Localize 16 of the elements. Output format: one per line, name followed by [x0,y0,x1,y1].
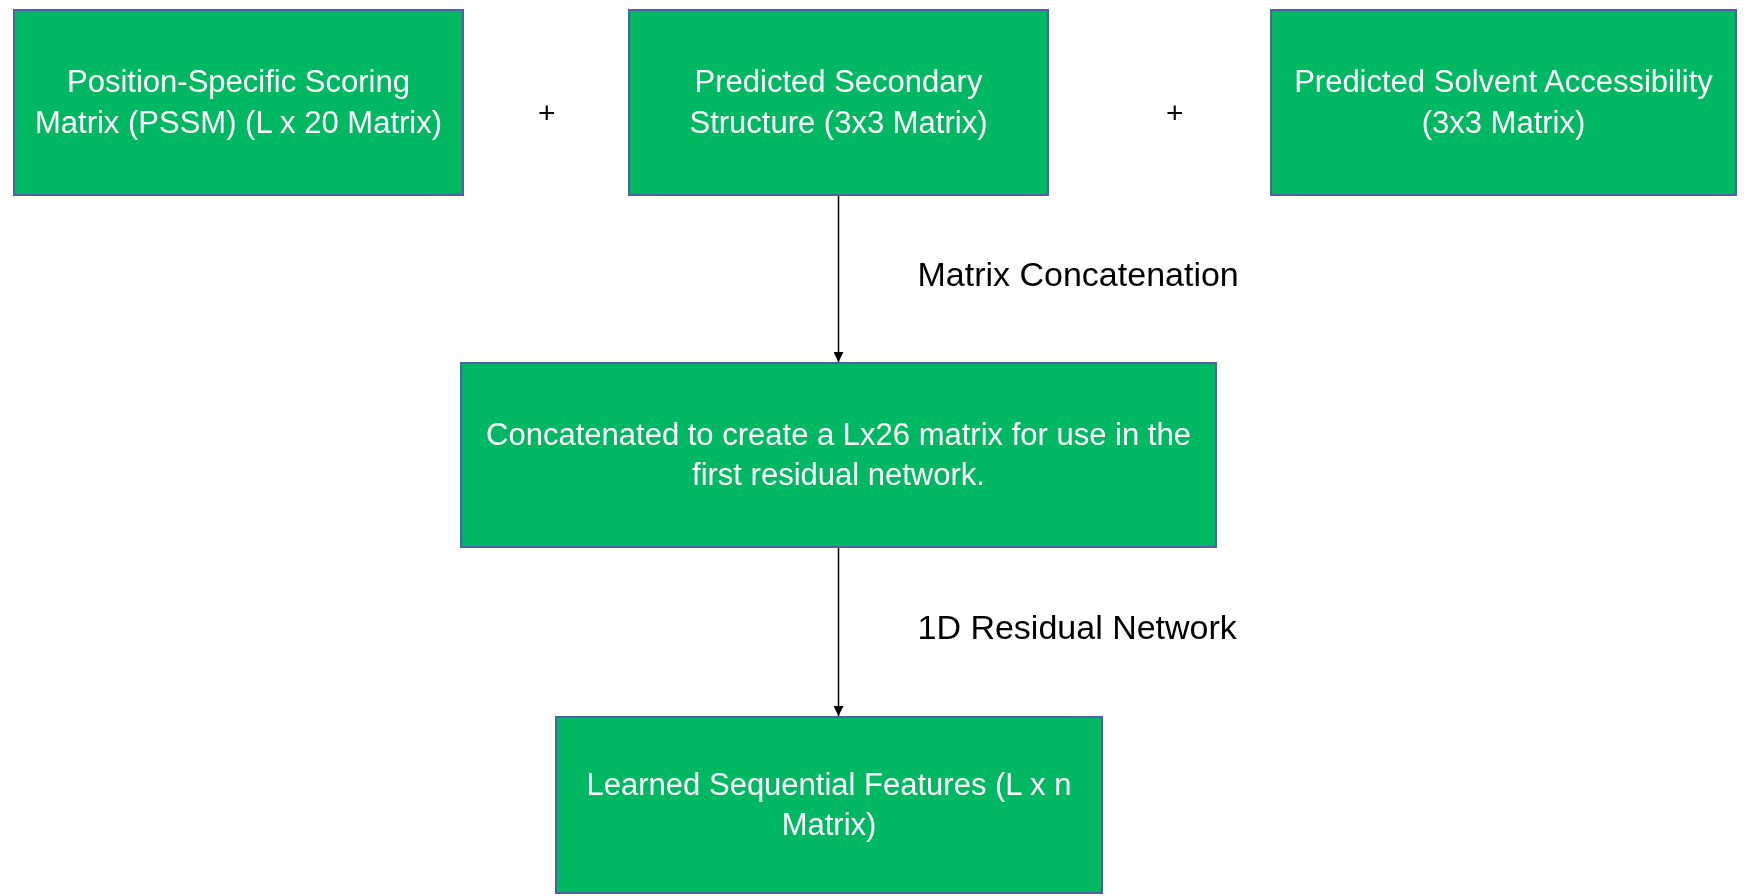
edge-label: 1D Residual Network [917,608,1237,647]
box-text: Position-Specific Scoring Matrix (PSSM) (L x 20 Matrix) [33,63,444,142]
process-box [13,9,464,196]
plus-sign: + [1166,96,1184,130]
box-text: Predicted Secondary Structure (3x3 Matrix) [688,63,989,142]
process-box [628,9,1049,196]
box-text: Predicted Solvent Accessibility (3x3 Matrix) [1293,63,1714,142]
box-text: Learned Sequential Features (L x n Matrix) [585,765,1073,844]
process-box [555,716,1103,894]
edge-label: Matrix Concatenation [917,255,1239,294]
arrow [833,547,844,717]
process-box [460,362,1217,548]
arrow [833,195,844,363]
plus-sign: + [538,96,556,130]
process-box [1270,9,1737,196]
box-text: Concatenated to create a Lx26 matrix for use in the first residual network. [485,415,1192,494]
